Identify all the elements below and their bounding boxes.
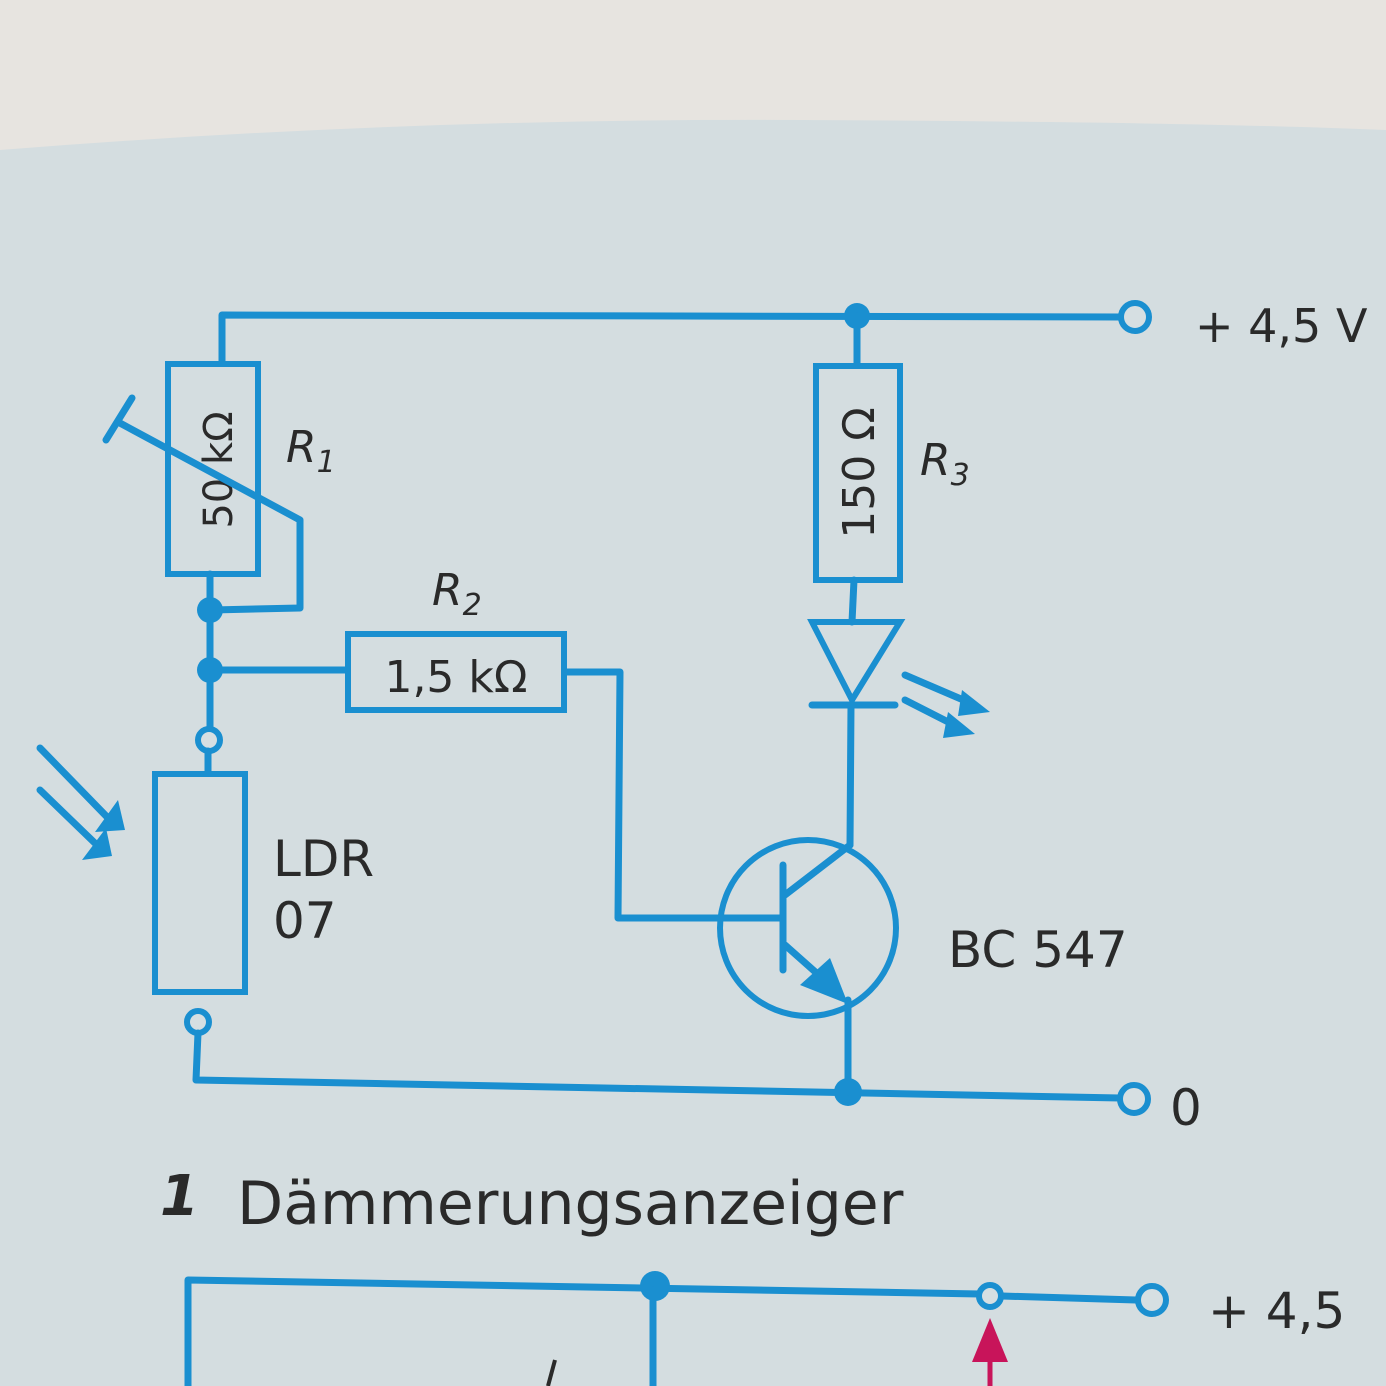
- r3-resistor: [813, 363, 903, 583]
- wire: [998, 1292, 1140, 1304]
- figure-number: 1: [160, 1164, 199, 1229]
- r1-wiper-arrow: [114, 418, 304, 614]
- r2-label: R2: [432, 565, 482, 623]
- test-terminal: [976, 1282, 1004, 1310]
- supply-rail-wire: [218, 311, 1126, 367]
- led-emission-icon: [901, 671, 990, 738]
- r2-value: 1,5 kΩ: [384, 652, 527, 703]
- ldr-type: 07: [273, 892, 337, 950]
- ground-rail-wire: [192, 1029, 1124, 1102]
- label-fragment: [546, 1359, 557, 1386]
- ldr-label: LDR: [273, 830, 374, 888]
- transistor-circle: [717, 837, 899, 1019]
- r3-value: 150 Ω: [834, 407, 885, 539]
- transistor-collector: [781, 841, 854, 899]
- ground-label: 0: [1170, 1079, 1202, 1137]
- circuit-dammerungsanzeiger: + 4,5 V 50 kΩ R1 LDR 07 0 1,5 kΩ R2: [36, 299, 1368, 1137]
- figure-caption: Dämmerungsanzeiger: [237, 1169, 904, 1239]
- diagram-panel: [0, 119, 1386, 1386]
- ldr-resistor: [152, 771, 248, 995]
- wire: [846, 701, 855, 849]
- r1-wiper-tbar: [102, 394, 136, 444]
- supply-label: + 4,5 V: [1195, 299, 1368, 353]
- light-arrows-icon: [36, 744, 125, 860]
- r3-label: R3: [920, 435, 970, 493]
- ground-terminal: [1117, 1082, 1151, 1116]
- circuit-2-partial: + 4,5: [184, 1271, 1345, 1386]
- marker-arrow-icon: [972, 1318, 1008, 1362]
- emitter-arrow-icon: [800, 958, 848, 1004]
- supply-terminal: [1135, 1283, 1169, 1317]
- base-wire: [561, 668, 724, 922]
- led-diode: [807, 619, 906, 707]
- transistor-label: BC 547: [948, 921, 1128, 979]
- wire: [848, 576, 858, 626]
- r1-label: R1: [286, 422, 336, 480]
- supply-label: + 4,5: [1208, 1282, 1345, 1340]
- supply-rail-wire: [184, 1276, 984, 1386]
- supply-terminal: [1118, 300, 1152, 334]
- junction-dot: [640, 1271, 670, 1301]
- junction-dot: [197, 597, 223, 623]
